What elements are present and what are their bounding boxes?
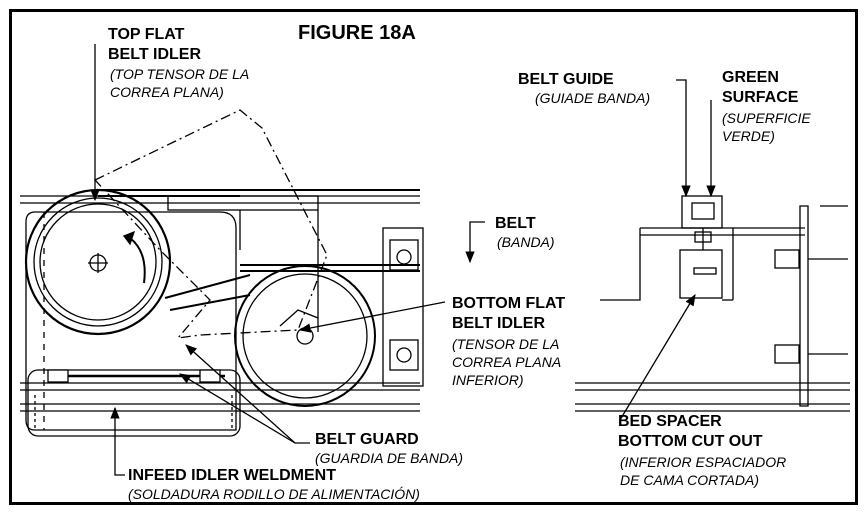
- belt-sublabel: (BANDA): [497, 234, 555, 250]
- leader-lines-right: [619, 79, 716, 421]
- green-surface-sublabel-2: VERDE): [722, 128, 775, 144]
- figure-frame: [9, 9, 858, 505]
- top-idler-sublabel-2: CORREA PLANA): [110, 84, 224, 100]
- infeed-idler-weldment: [27, 369, 241, 437]
- bed-spacer-label-2: BOTTOM CUT OUT: [618, 433, 763, 450]
- belt-guard-outline: [93, 109, 328, 339]
- green-surface-sublabel: (SUPERFICIE: [722, 110, 811, 126]
- belt-label: BELT: [495, 215, 536, 232]
- top-idler-pulley: [24, 188, 172, 336]
- bottom-idler-label-2: BELT IDLER: [452, 315, 546, 332]
- bottom-idler-label: BOTTOM FLAT: [452, 295, 566, 312]
- top-idler-sublabel: (TOP TENSOR DE LA: [110, 66, 250, 82]
- top-idler-label: TOP FLAT: [108, 26, 185, 43]
- infeed-idler-label: INFEED IDLER WELDMENT: [128, 467, 336, 484]
- bottom-idler-pulley: [234, 265, 376, 407]
- belt-guide-sublabel: (GUIADE BANDA): [535, 90, 651, 106]
- top-plate: [167, 195, 319, 211]
- bed-spacer-sublabel: (INFERIOR ESPACIADOR: [620, 454, 787, 470]
- conveyor-rails-left: [20, 195, 420, 412]
- green-surface-label: GREEN: [722, 69, 779, 86]
- bottom-idler-sublabel-2: CORREA PLANA: [452, 354, 562, 370]
- side-frame-panel: [25, 211, 237, 431]
- bottom-idler-sublabel-3: INFERIOR): [452, 372, 524, 388]
- bed-spacer-sublabel-2: DE CAMA CORTADA): [620, 472, 759, 488]
- bottom-idler-sublabel: (TENSOR DE LA: [452, 336, 560, 352]
- bed-spacer-assembly: [575, 195, 850, 412]
- belt-guard-label: BELT GUARD: [315, 431, 419, 448]
- green-surface-label-2: SURFACE: [722, 89, 799, 106]
- figure-title: FIGURE 18A: [298, 22, 416, 44]
- leader-lines-left: [90, 44, 485, 476]
- belt-guide-label: BELT GUIDE: [518, 71, 614, 88]
- idler-bracket: [382, 227, 424, 387]
- belt-guard-sublabel: (GUARDIA DE BANDA): [315, 450, 464, 466]
- top-idler-label-2: BELT IDLER: [108, 46, 202, 63]
- infeed-idler-sublabel: (SOLDADURA RODILLO DE ALIMENTACIÓN): [128, 486, 420, 502]
- bed-spacer-label: BED SPACER: [618, 413, 722, 430]
